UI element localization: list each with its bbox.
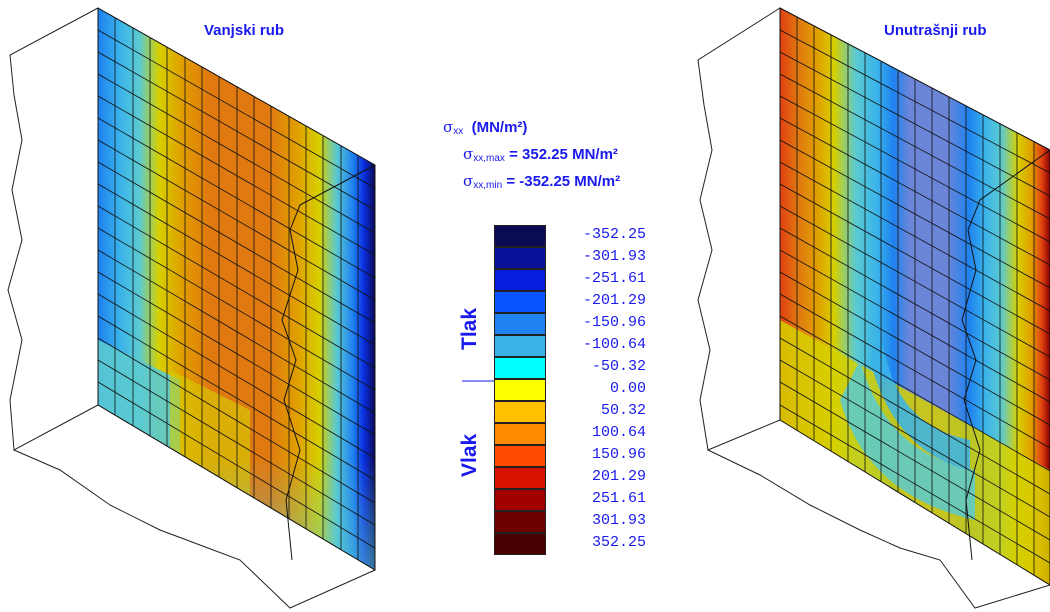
left-section-line [281, 164, 376, 561]
legend-value: 352.25 [591, 534, 646, 551]
right-block [697, 7, 1050, 609]
legend-value: 201.29 [591, 468, 646, 485]
min-subscript: xx,min [473, 180, 503, 191]
left-title: Vanjski rub [204, 22, 285, 39]
legend-swatch [494, 533, 546, 555]
sigma-symbol-max: σ [463, 145, 474, 163]
right-block-outline [697, 7, 781, 451]
legend-value: -301.93 [582, 248, 646, 265]
tension-label: Vlak [458, 433, 481, 477]
max-value: = 352.25 MN/m² [509, 146, 618, 163]
legend-value: 50.32 [600, 402, 646, 419]
sigma-symbol: σ [443, 118, 454, 136]
legend-swatch [494, 511, 546, 533]
legend-value: 150.96 [591, 446, 646, 463]
right-block-bottom-edge [707, 449, 1050, 609]
legend-swatch [494, 269, 546, 291]
legend-swatch [494, 401, 546, 423]
legend-value: 301.93 [591, 512, 646, 529]
legend-value: 0.00 [609, 380, 646, 397]
legend-swatch [494, 313, 546, 335]
sigma-subscript: xx [453, 126, 464, 137]
right-title: Unutrašnji rub [884, 22, 987, 39]
sigma-symbol-min: σ [463, 172, 474, 190]
max-subscript: xx,max [473, 153, 505, 164]
legend-value: -150.96 [582, 314, 646, 331]
legend-value: 251.61 [591, 490, 646, 507]
legend-swatch [494, 423, 546, 445]
stress-min-label: σxx,min = -352.25 MN/m² [463, 172, 620, 191]
unit-text: (MN/m²) [471, 119, 528, 136]
legend-value: -352.25 [582, 226, 646, 243]
right-section-line [961, 149, 1050, 561]
stress-unit-label: σxx (MN/m²) [443, 118, 527, 137]
compression-label: Tlak [458, 307, 481, 350]
legend-swatch [494, 489, 546, 511]
legend-swatch [494, 379, 546, 401]
legend-swatch [494, 225, 546, 247]
left-block [7, 7, 376, 609]
left-block-bottom-edge [13, 449, 376, 609]
left-block-outline [7, 7, 99, 451]
legend-swatch [494, 291, 546, 313]
legend-swatch [494, 247, 546, 269]
legend-swatch [494, 335, 546, 357]
legend-swatch [494, 445, 546, 467]
legend-value: -251.61 [582, 270, 646, 287]
legend-swatch [494, 357, 546, 379]
min-value: = -352.25 MN/m² [506, 173, 621, 190]
legend-value: 100.64 [591, 424, 646, 441]
legend-value: -201.29 [582, 292, 646, 309]
stress-max-label: σxx,max = 352.25 MN/m² [463, 145, 618, 164]
legend-value: -100.64 [582, 336, 646, 353]
legend-swatch [494, 467, 546, 489]
legend-value: -50.32 [591, 358, 646, 375]
